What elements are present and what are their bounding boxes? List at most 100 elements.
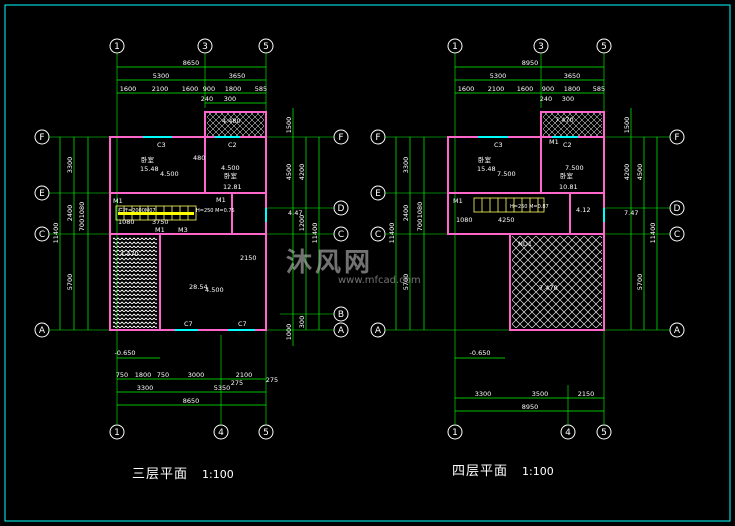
axis-label: E [375,189,381,199]
room-level: 4.500 [221,164,240,172]
axis-label: 5 [601,428,607,438]
axis-label: F [674,133,679,143]
dim-text: 1600 [182,85,199,93]
room-level: 7.470 [539,284,558,292]
dim-text: 3500 [532,390,549,398]
dim-text: 1080 [78,202,86,219]
dim-text: 8650 [183,397,200,405]
dim-text: 1080 [118,218,135,226]
axis-label: D [338,204,345,214]
stair-note: H=250 M=0.87 [510,204,549,210]
dim-text: 1500 [285,117,293,134]
dim-text: 3650 [229,72,246,80]
window-code: C3 [494,141,503,149]
dim-text: 2150 [240,254,257,262]
dim-text: 3000 [188,371,205,379]
dim-text: 4200 [623,164,631,181]
axis-label: F [338,133,343,143]
axis-label: A [674,326,681,336]
dim-text: 3650 [564,72,581,80]
axis-label: 4 [218,428,224,438]
dim-text: 750 [157,371,169,379]
dim-text: 4250 [498,216,515,224]
watermark: 沐风网 www.mfcad.com [286,242,421,286]
door-code: M1 [155,226,165,234]
right-plan: 1 3 5 1 4 5 F E C A F D C A [370,38,685,440]
dim-text: 1800 [225,85,242,93]
plan-title: 三层平面 [132,467,189,482]
dim-text: 275 [231,379,243,387]
dim-text: 1200 [298,215,306,232]
dim-text: 300 [562,95,574,103]
plan-scale: 1:100 [202,468,234,481]
watermark-brand: 沐风网 [286,248,374,278]
door-code: M1 [453,197,463,205]
dim-text: 11400 [311,223,319,244]
axis-label: A [338,326,345,336]
dim-text: 1500 [623,117,631,134]
drawing-frame [4,4,731,522]
dim-text: 240 [201,95,213,103]
room-level: 7.470 [555,116,574,124]
dim-text: 3300 [137,384,154,392]
dim-text: 240 [540,95,552,103]
dim-text: 1600 [517,85,534,93]
dim-text: 750 [116,371,128,379]
dim-text: 5350 [214,384,231,392]
room-label: 卧室 [141,155,155,164]
dim-text: 4200 [298,164,306,181]
plan-title: 四层平面 [452,464,509,479]
room-label: 卧室 [478,155,492,164]
door-code: M1 [113,197,123,205]
dim-text: 4500 [285,164,293,181]
dim-text: 700 [78,219,86,231]
axis-label: 3 [202,42,208,52]
dim-text: 5700 [66,274,74,291]
stair-note: H=250 M=0.75 [196,208,235,214]
axis-label: F [375,133,380,143]
room-level: 4.500 [160,170,179,178]
dim-text: 3300 [402,157,410,174]
axis-label: C [338,230,344,240]
dim-text: 5300 [153,72,170,80]
axis-label: D [674,204,681,214]
window-code: C2 [563,141,572,149]
dim-text: 2400 [66,205,74,222]
balcony-hatch [543,113,602,136]
room-area: 12.81 [223,183,242,191]
watermark-url: www.mfcad.com [338,275,421,286]
dim-text: 5300 [490,72,507,80]
room-area: 15.48 [140,165,159,173]
dim-text: 3300 [475,390,492,398]
dim-text: 11400 [52,223,60,244]
door-code: M1 [549,138,559,146]
axis-label: 1 [114,428,120,438]
axis-label: 5 [263,42,269,52]
axis-label: 4 [565,428,571,438]
dim-text: 11400 [388,223,396,244]
room-level: 7.500 [497,170,516,178]
dim-text: 1600 [120,85,137,93]
room-level: 7.500 [565,164,584,172]
dim-text: 300 [224,95,236,103]
dim-text: 900 [542,85,554,93]
axis-label: F [39,133,44,143]
dim-text: 2100 [236,371,253,379]
left-plan: 1 3 5 1 4 5 8650 5300 3650 1600 2100 1 [34,38,349,440]
axis-label: C [375,230,381,240]
dim-text: 3300 [66,157,74,174]
room-area: 28.54 [189,283,208,291]
terrace-hatch [113,237,157,328]
dim-text: 585 [255,85,267,93]
dim-text: 900 [203,85,215,93]
dim-text: 2100 [152,85,169,93]
dim-text: 11400 [649,223,657,244]
room-level: 4.47 [288,209,302,217]
dim-text: 1080 [456,216,473,224]
level-mark: -0.650 [115,349,136,357]
room-label: 卧室 [560,171,574,180]
room-level: 4.12 [576,206,590,214]
roof-hatch [512,236,602,328]
window-code: C7 [238,320,247,328]
